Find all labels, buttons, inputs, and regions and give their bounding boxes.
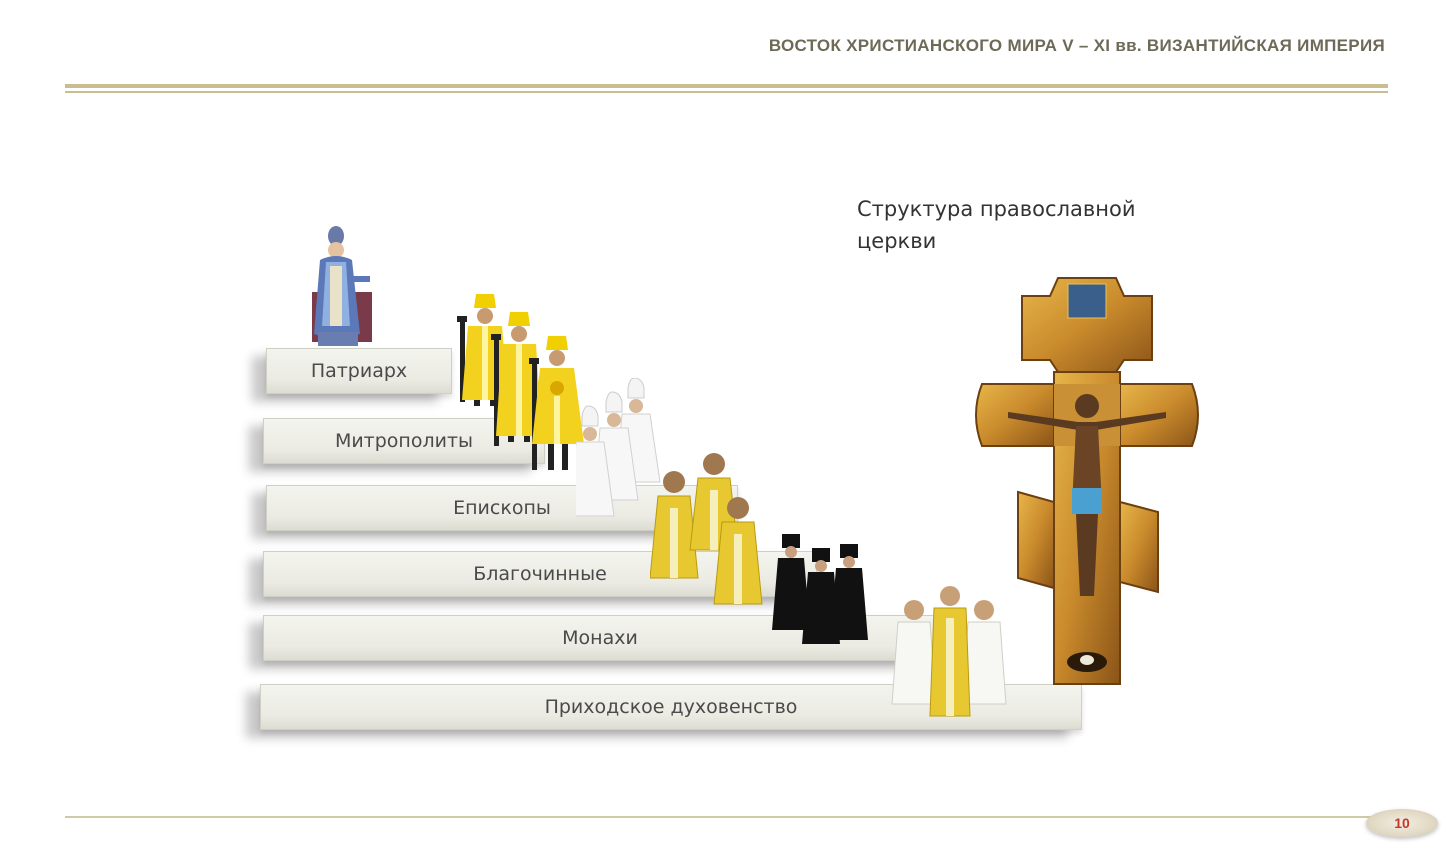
metropolitans-group (457, 294, 584, 470)
diagram-title: Структура православной церкви (857, 197, 1136, 253)
monks-group (772, 534, 868, 644)
page-number-badge: 10 (1366, 809, 1438, 837)
header-rule-thin (65, 91, 1388, 93)
footer-rule (65, 816, 1375, 818)
patriarch-figure (312, 226, 372, 346)
slide-header-title: ВОСТОК ХРИСТИАНСКОГО МИРА V – XI вв. ВИЗ… (768, 36, 1385, 55)
bishops-group (576, 378, 661, 517)
header-rule-thick (65, 84, 1388, 88)
deans-group (650, 453, 763, 605)
orthodox-cross-icon (975, 277, 1199, 685)
parish-clergy-group (891, 586, 1007, 717)
step-patriarch: Патриарх (266, 348, 452, 394)
